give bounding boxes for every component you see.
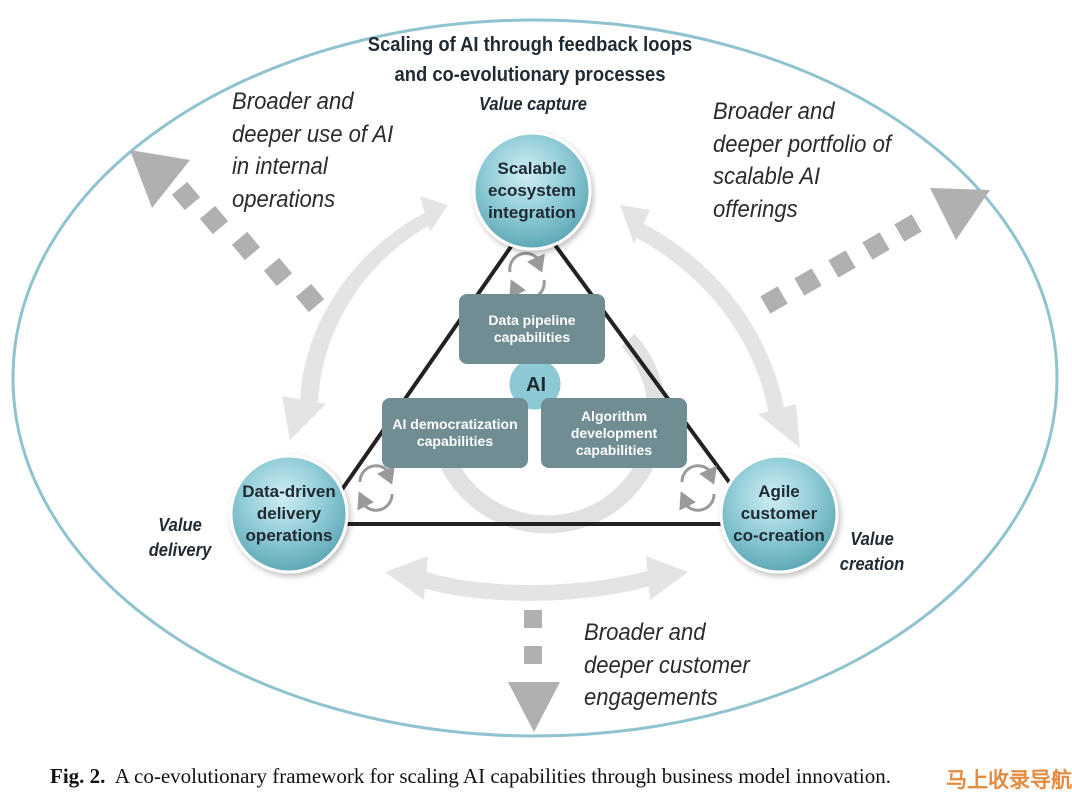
value-creation-label: Value creation [839, 529, 905, 574]
watermark: 马上收录导航 [946, 768, 1072, 792]
cycle-icon-right [679, 464, 717, 512]
node-right-circle [719, 454, 839, 574]
diagram-title: Scaling of AI through feedback loops and… [318, 30, 741, 90]
outer-text-top-right: Broader and deeper portfolio of scalable… [713, 98, 891, 223]
figure-caption: Fig. 2. A co-evolutionary framework for … [50, 764, 891, 789]
value-capture-label: Value capture [478, 94, 587, 114]
inner-cycle-ring [431, 333, 666, 534]
outer-text-top-left: Broader and deeper use of AI in internal… [232, 88, 394, 213]
outer-ellipse [11, 18, 1059, 738]
node-left-delivery: Data-driven delivery operations [242, 482, 336, 545]
flow-arrows [282, 196, 800, 601]
ai-label: AI [526, 373, 546, 396]
dashed-arrow-top-left [130, 150, 325, 313]
box-ai-democratization: AI democratization capabilities [382, 398, 528, 468]
node-right-cocreation: Agile customer co-creation [733, 482, 825, 545]
box-data-pipeline: Data pipeline capabilities [459, 294, 605, 364]
caption-label: Fig. 2. [50, 764, 106, 788]
cycle-icon-top [508, 251, 546, 301]
title-line-1: Scaling of AI through feedback loops [367, 34, 693, 56]
cycle-icon-left [357, 464, 395, 512]
dashed-arrow-top-right [760, 188, 990, 314]
node-top-circle [472, 131, 592, 251]
value-delivery-label: Value delivery [148, 515, 212, 560]
node-top-ecosystem: Scalable ecosystem integration [488, 159, 576, 222]
dashed-arrow-bottom [508, 610, 560, 732]
caption-text: A co-evolutionary framework for scaling … [114, 764, 892, 788]
title-line-2: and co-evolutionary processes [394, 64, 666, 86]
value-triangle [314, 211, 764, 526]
node-left-circle [229, 454, 349, 574]
box-algorithm-development: Algorithm development capabilities [541, 398, 687, 468]
outer-text-bottom: Broader and deeper customer engagements [584, 619, 750, 711]
